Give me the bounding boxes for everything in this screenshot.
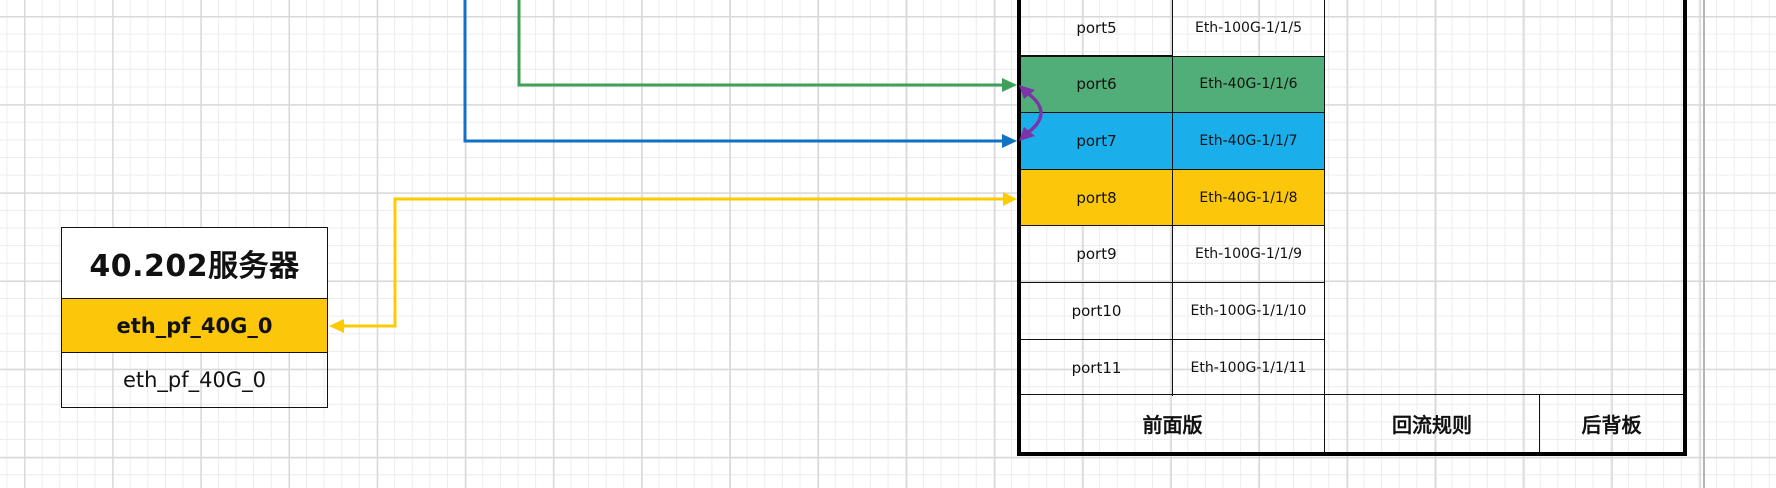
- port-row-port11[interactable]: port11 Eth-100G-1/1/11: [1021, 339, 1325, 397]
- port-name: port8: [1021, 169, 1173, 226]
- yellow-arrowhead-left-icon: [329, 319, 344, 333]
- switch-panel: port5 Eth-100G-1/1/5 port6 Eth-40G-1/1/6…: [1017, 0, 1687, 456]
- server-title: 40.202服务器: [62, 228, 327, 299]
- port-name: port10: [1021, 282, 1173, 339]
- green-connector-line[interactable]: [517, 0, 1004, 87]
- yellow-connector-line[interactable]: [342, 197, 1004, 328]
- port-name: port6: [1021, 56, 1173, 113]
- port-table: port5 Eth-100G-1/1/5 port6 Eth-40G-1/1/6…: [1021, 0, 1325, 397]
- server-interface[interactable]: eth_pf_40G_0: [122, 368, 267, 392]
- server-box[interactable]: 40.202服务器 eth_pf_40G_0 eth_pf_40G_0: [61, 227, 328, 408]
- panel-footer: 前面版 回流规则 后背板: [1021, 394, 1683, 452]
- loopback-rules-label[interactable]: 回流规则: [1325, 395, 1540, 452]
- port-row-port7[interactable]: port7 Eth-40G-1/1/7: [1021, 113, 1325, 170]
- port-row-port6[interactable]: port6 Eth-40G-1/1/6: [1021, 56, 1325, 114]
- port-name: port5: [1021, 0, 1173, 56]
- page-boundary-line: [1703, 0, 1705, 488]
- port-interface: Eth-40G-1/1/7: [1173, 113, 1325, 169]
- port-name: port11: [1021, 339, 1173, 397]
- blue-connector[interactable]: [463, 0, 1017, 148]
- port-interface: Eth-100G-1/1/9: [1173, 226, 1325, 282]
- green-arrowhead-icon: [1002, 78, 1017, 92]
- port-interface: Eth-40G-1/1/8: [1173, 169, 1325, 226]
- loopback-arc[interactable]: [1024, 90, 1043, 136]
- back-panel-label[interactable]: 后背板: [1581, 413, 1642, 437]
- port-interface: Eth-100G-1/1/10: [1173, 282, 1325, 339]
- front-panel-label[interactable]: 前面版: [1021, 395, 1325, 452]
- port-interface: Eth-100G-1/1/5: [1173, 0, 1325, 56]
- server-interface-highlighted[interactable]: eth_pf_40G_0: [62, 299, 327, 353]
- blue-arrowhead-icon: [1002, 134, 1017, 148]
- green-connector[interactable]: [517, 0, 1017, 92]
- blue-connector-line[interactable]: [463, 0, 1004, 143]
- port-interface: Eth-100G-1/1/11: [1173, 339, 1325, 397]
- port-row-port10[interactable]: port10 Eth-100G-1/1/10: [1021, 282, 1325, 340]
- port-row-port8[interactable]: port8 Eth-40G-1/1/8: [1021, 169, 1325, 227]
- port-row-port9[interactable]: port9 Eth-100G-1/1/9: [1021, 226, 1325, 283]
- yellow-connector[interactable]: [329, 192, 1017, 333]
- port-interface: Eth-40G-1/1/6: [1173, 56, 1325, 113]
- yellow-arrowhead-right-icon: [1003, 192, 1017, 206]
- port-name: port7: [1021, 113, 1173, 169]
- port-name: port9: [1021, 226, 1173, 282]
- port-row-port5[interactable]: port5 Eth-100G-1/1/5: [1021, 0, 1325, 57]
